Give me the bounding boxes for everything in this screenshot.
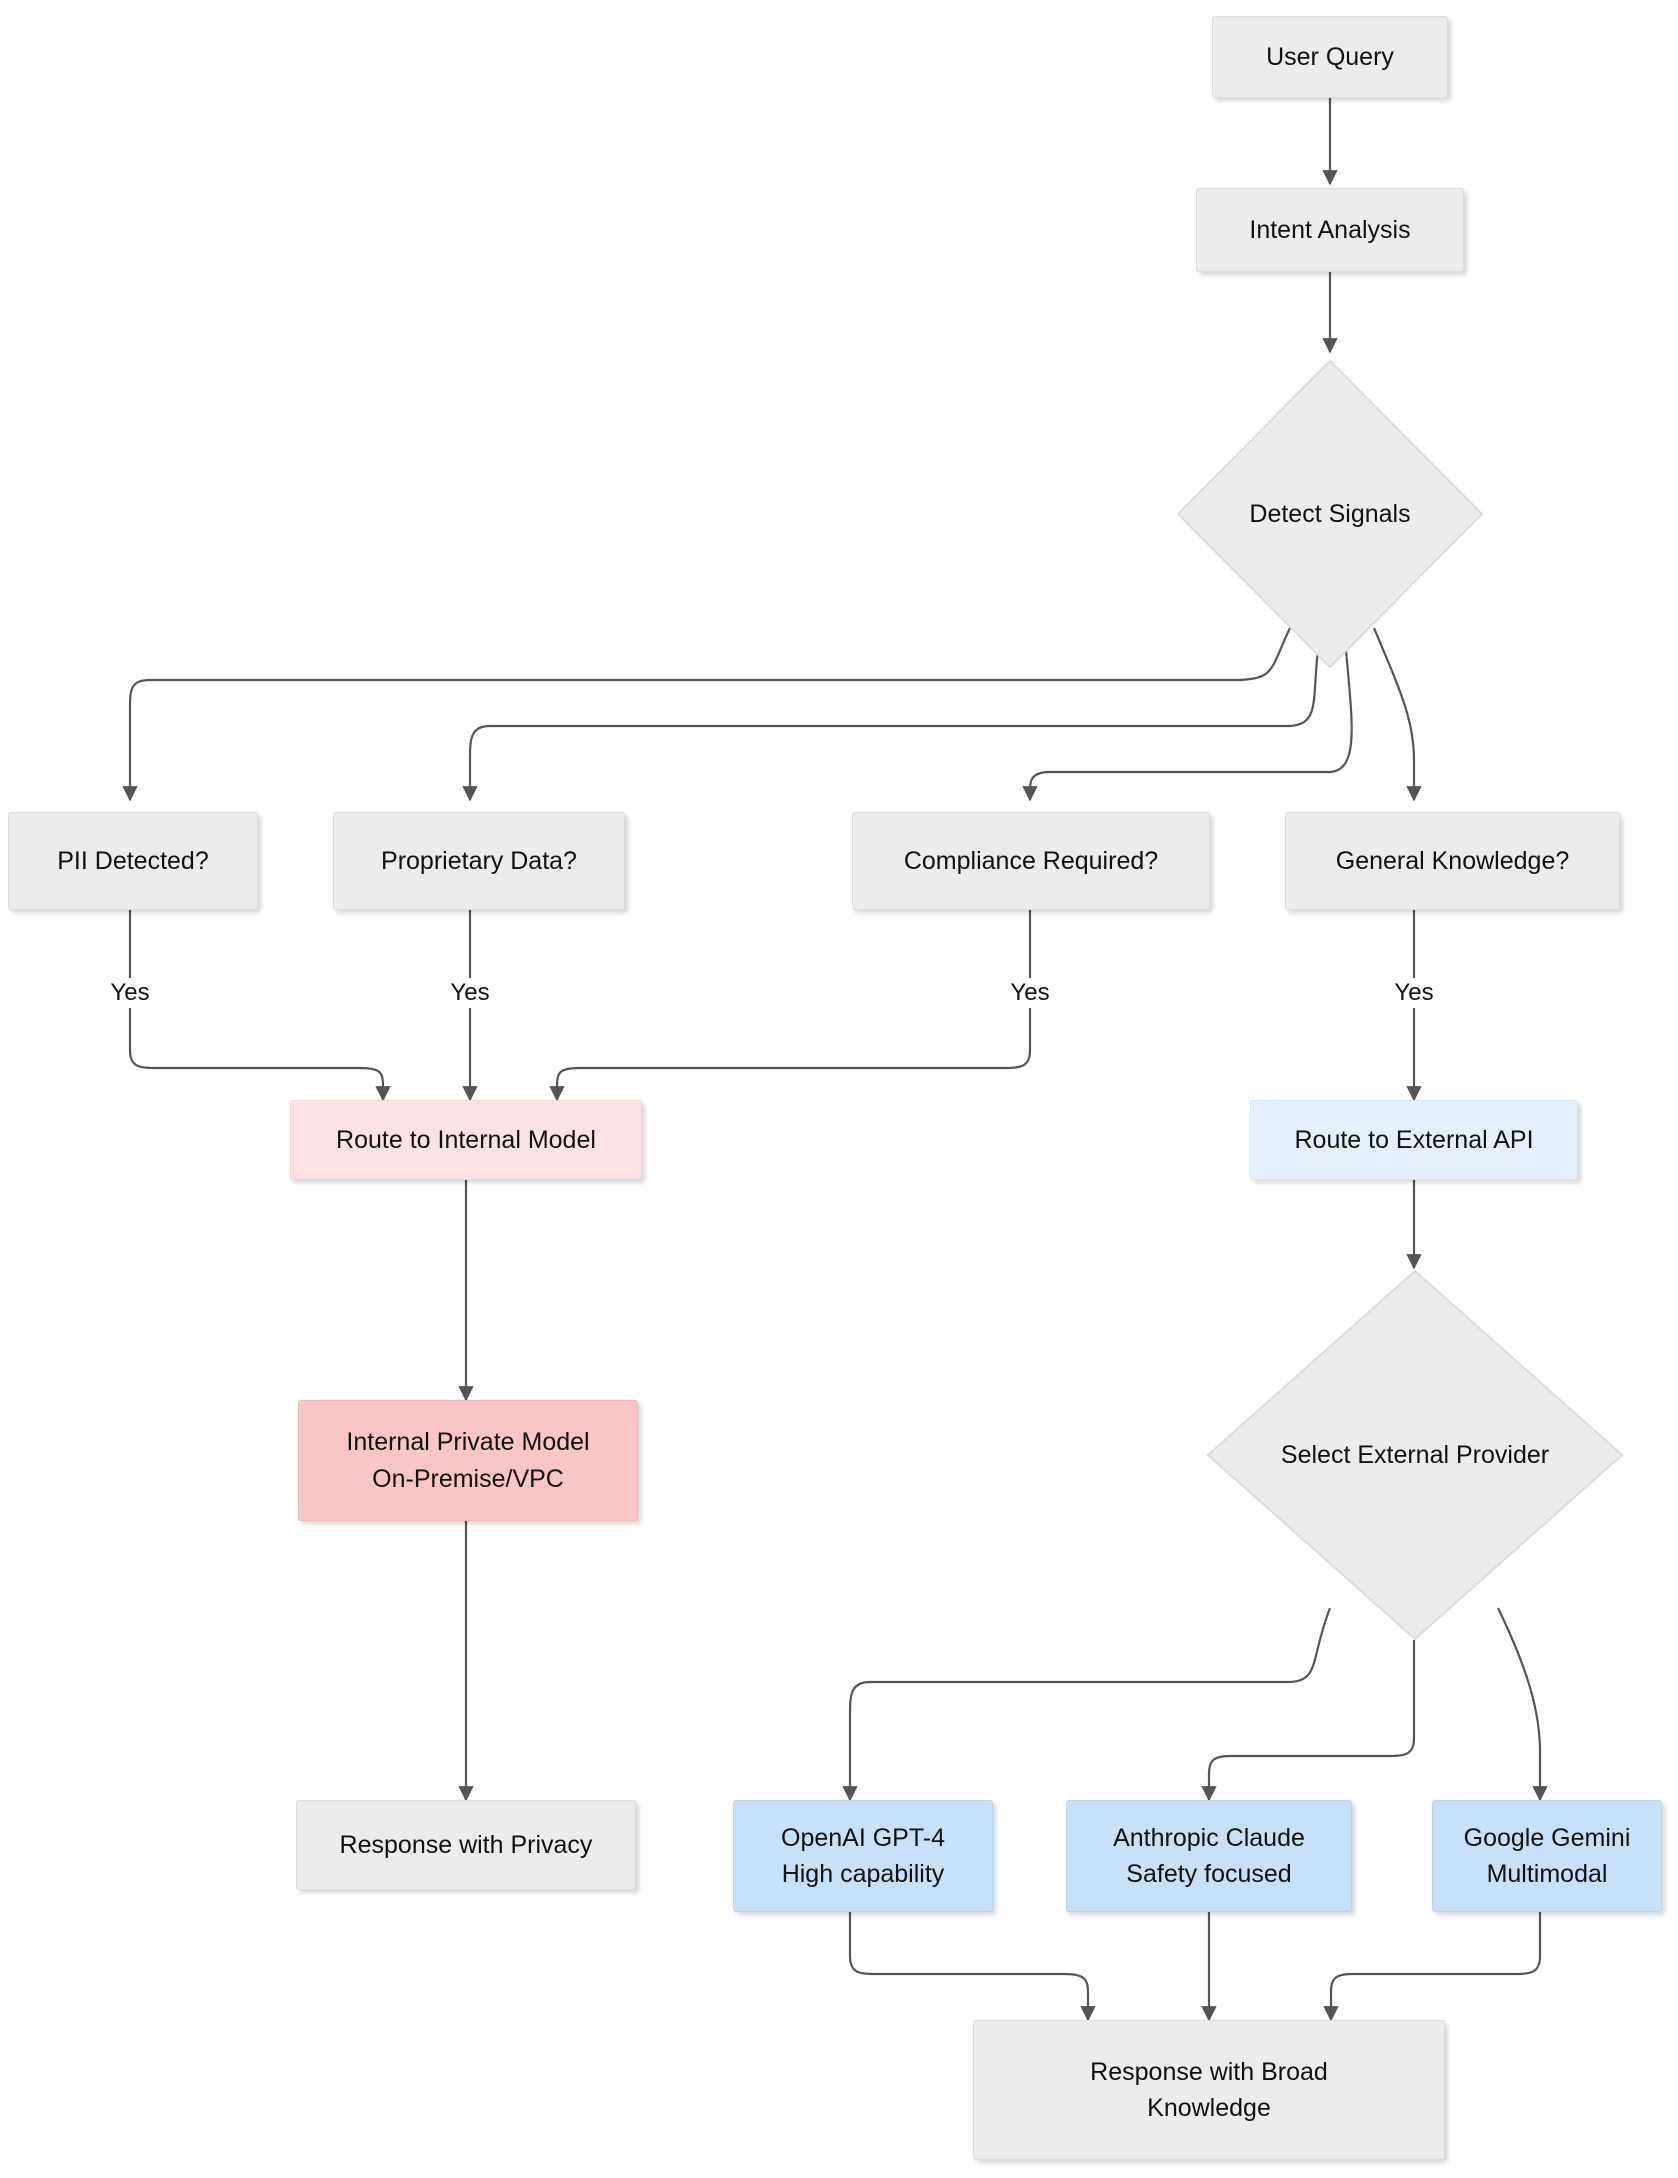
node-proprietary-data[interactable]: Proprietary Data? xyxy=(333,812,625,910)
node-intent-analysis[interactable]: Intent Analysis xyxy=(1196,188,1464,272)
node-select-external-provider[interactable]: Select External Provider xyxy=(1205,1268,1625,1642)
node-response-broad-knowledge-line1: Response with Broad xyxy=(1090,2057,1328,2086)
node-select-external-provider-label: Select External Provider xyxy=(1280,1440,1550,1469)
node-response-broad-knowledge[interactable]: Response with Broad Knowledge xyxy=(973,2020,1445,2160)
edge-label-compliance-yes: Yes xyxy=(1005,978,1055,1008)
node-response-with-privacy-label: Response with Privacy xyxy=(339,1830,593,1859)
edge-detect-compliance xyxy=(1022,649,1353,802)
edge-compliance-route xyxy=(557,910,1032,1100)
node-compliance-required[interactable]: Compliance Required? xyxy=(852,812,1210,910)
edge-detect-proprietary xyxy=(462,649,1320,802)
edge-label-general-yes: Yes xyxy=(1389,978,1439,1008)
node-proprietary-data-label: Proprietary Data? xyxy=(381,846,577,875)
node-anthropic-claude[interactable]: Anthropic Claude Safety focused xyxy=(1066,1800,1352,1912)
diamond-shape xyxy=(1176,359,1484,669)
node-internal-private-model-line2: On-Premise/VPC xyxy=(372,1464,564,1493)
node-response-broad-knowledge-line2: Knowledge xyxy=(1147,2094,1271,2122)
node-compliance-required-label: Compliance Required? xyxy=(903,846,1159,875)
node-user-query-label: User Query xyxy=(1266,42,1394,71)
node-google-gemini-line2: Multimodal xyxy=(1486,1860,1608,1888)
edge-openai-response xyxy=(848,1912,1096,2022)
node-anthropic-claude-line1: Anthropic Claude xyxy=(1113,1823,1305,1852)
node-pii-detected-label: PII Detected? xyxy=(57,846,209,875)
node-user-query[interactable]: User Query xyxy=(1212,16,1448,98)
node-openai-gpt4[interactable]: OpenAI GPT-4 High capability xyxy=(733,1800,993,1912)
node-openai-gpt4-line1: OpenAI GPT-4 xyxy=(781,1823,945,1852)
edge-detect-pii xyxy=(122,627,1291,802)
node-detect-signals-label: Detect Signals xyxy=(1249,499,1411,528)
node-internal-private-model[interactable]: Internal Private Model On-Premise/VPC xyxy=(298,1400,638,1521)
edge-google-response xyxy=(1323,1912,1542,2022)
diamond-shape xyxy=(1206,1269,1624,1641)
node-internal-private-model-line1: Internal Private Model xyxy=(346,1428,590,1457)
edge-label-proprietary-yes: Yes xyxy=(445,978,495,1008)
node-intent-analysis-label: Intent Analysis xyxy=(1249,215,1411,244)
node-general-knowledge[interactable]: General Knowledge? xyxy=(1285,812,1620,910)
node-response-with-privacy[interactable]: Response with Privacy xyxy=(296,1800,636,1890)
node-route-internal-model-label: Route to Internal Model xyxy=(336,1125,596,1154)
node-detect-signals[interactable]: Detect Signals xyxy=(1175,358,1485,670)
edge-provider-anthropic xyxy=(1201,1640,1416,1802)
edge-pii-route xyxy=(128,910,383,1100)
node-google-gemini-line1: Google Gemini xyxy=(1463,1823,1631,1852)
node-general-knowledge-label: General Knowledge? xyxy=(1335,846,1570,875)
node-pii-detected[interactable]: PII Detected? xyxy=(8,812,258,910)
node-route-external-api-label: Route to External API xyxy=(1294,1125,1534,1154)
node-anthropic-claude-line2: Safety focused xyxy=(1126,1860,1292,1888)
node-openai-gpt4-line2: High capability xyxy=(781,1860,945,1888)
node-route-internal-model[interactable]: Route to Internal Model xyxy=(290,1100,642,1180)
node-google-gemini[interactable]: Google Gemini Multimodal xyxy=(1432,1800,1662,1912)
edge-label-pii-yes: Yes xyxy=(105,978,155,1008)
node-route-external-api[interactable]: Route to External API xyxy=(1250,1100,1578,1180)
